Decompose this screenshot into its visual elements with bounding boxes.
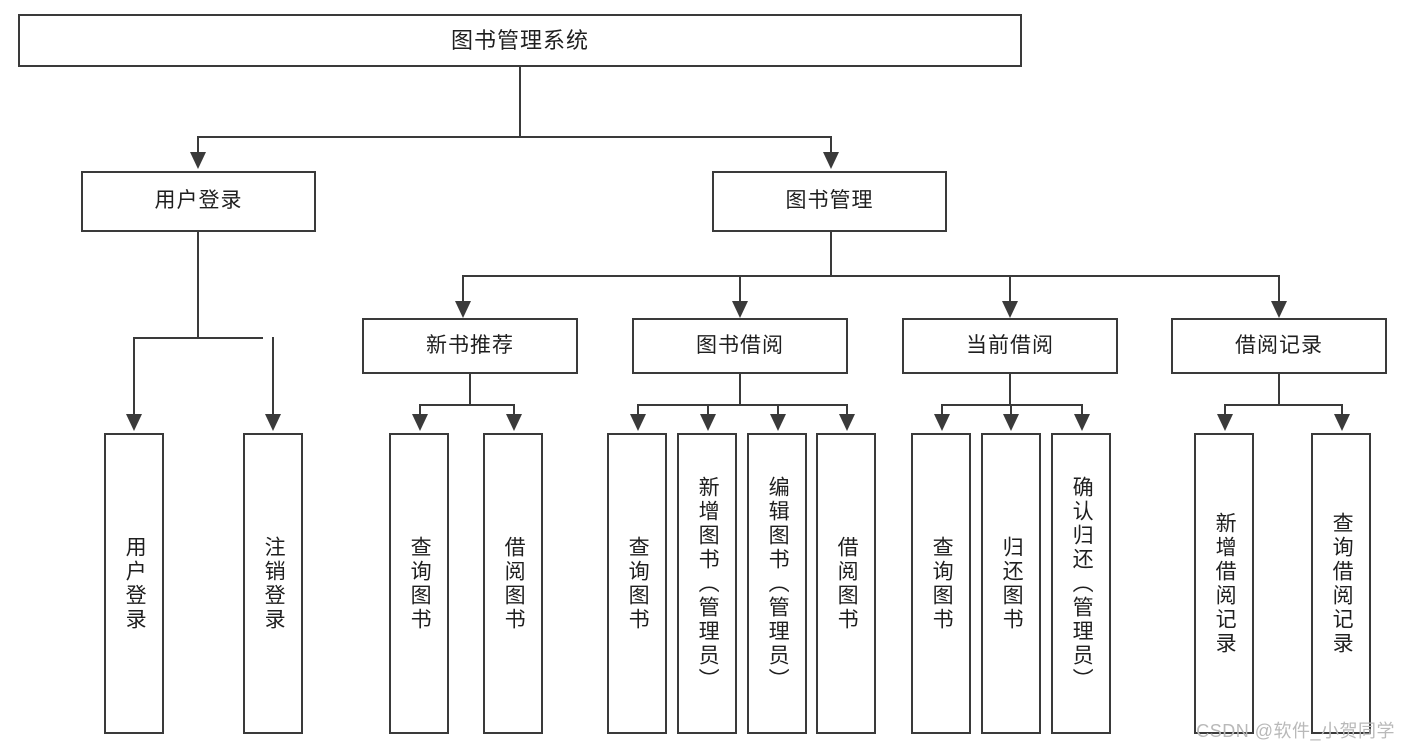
arrow-user-login-leaf-2	[265, 414, 281, 431]
leaf-query-borrow-record[interactable]: 查询借阅记录	[1311, 433, 1371, 734]
connector-book-borrow-branch-2	[707, 404, 709, 418]
connector-user-login-bar	[133, 337, 263, 339]
connector-current-borrow-branch-3	[1081, 404, 1083, 418]
connector-book-borrow-branch-3	[777, 404, 779, 418]
node-label: 借阅记录	[1235, 333, 1323, 357]
leaf-logout[interactable]: 注销登录	[243, 433, 303, 734]
node-borrow-record[interactable]: 借阅记录	[1171, 318, 1387, 374]
connector-user-login-branch-1	[133, 337, 135, 417]
arrow-root-to-user-login	[190, 152, 206, 169]
connector-user-login-stem	[197, 232, 199, 338]
connector-user-login-branch-2	[272, 337, 274, 417]
arrow-book-borrow-leaf-2	[700, 414, 716, 431]
arrow-user-login-leaf-1	[126, 414, 142, 431]
connector-book-management-stem	[830, 232, 832, 276]
arrow-new-book-recommend-leaf-2	[506, 414, 522, 431]
arrow-to-book-borrow	[732, 301, 748, 318]
node-label: 确认归还（管理员）	[1070, 475, 1094, 692]
connector-book-borrow-branch-1	[637, 404, 639, 418]
leaf-borrow-book[interactable]: 借阅图书	[816, 433, 876, 734]
arrow-book-borrow-leaf-3	[770, 414, 786, 431]
leaf-user-login[interactable]: 用户登录	[104, 433, 164, 734]
connector-current-borrow-stem	[1009, 374, 1011, 405]
leaf-edit-book-admin[interactable]: 编辑图书（管理员）	[747, 433, 807, 734]
connector-to-current-borrow	[1009, 275, 1011, 304]
arrow-new-book-recommend-leaf-1	[412, 414, 428, 431]
node-book-management[interactable]: 图书管理	[712, 171, 947, 232]
node-label: 新增借阅记录	[1213, 511, 1237, 656]
connector-level3-bar	[462, 275, 1279, 277]
node-label: 编辑图书（管理员）	[766, 475, 790, 692]
connector-to-new-book-recommend	[462, 275, 464, 304]
node-current-borrow[interactable]: 当前借阅	[902, 318, 1118, 374]
connector-root-bar	[197, 136, 832, 138]
leaf-confirm-return-admin[interactable]: 确认归还（管理员）	[1051, 433, 1111, 734]
leaf-add-borrow-record[interactable]: 新增借阅记录	[1194, 433, 1254, 734]
connector-root-to-user-login	[197, 136, 199, 158]
node-label: 归还图书	[1000, 535, 1024, 632]
node-label: 新增图书（管理员）	[696, 475, 720, 692]
connector-borrow-record-branch-1	[1224, 404, 1226, 418]
connector-book-borrow-bar	[637, 404, 847, 406]
connector-book-borrow-branch-4	[846, 404, 848, 418]
node-label: 借阅图书	[502, 535, 526, 632]
leaf-return-book[interactable]: 归还图书	[981, 433, 1041, 734]
connector-to-book-borrow	[739, 275, 741, 304]
node-root-book-management-system[interactable]: 图书管理系统	[18, 14, 1022, 67]
connector-borrow-record-stem	[1278, 374, 1280, 405]
node-label: 查询图书	[408, 535, 432, 632]
arrow-book-borrow-leaf-4	[839, 414, 855, 431]
arrow-borrow-record-leaf-2	[1334, 414, 1350, 431]
node-user-login[interactable]: 用户登录	[81, 171, 316, 232]
node-label: 用户登录	[154, 189, 243, 213]
connector-new-book-recommend-bar	[419, 404, 514, 406]
leaf-query-book-current[interactable]: 查询图书	[911, 433, 971, 734]
node-new-book-recommend[interactable]: 新书推荐	[362, 318, 578, 374]
connector-current-borrow-branch-1	[941, 404, 943, 418]
node-label: 图书管理系统	[450, 27, 589, 53]
node-label: 查询借阅记录	[1330, 511, 1354, 656]
node-label: 当前借阅	[966, 333, 1054, 357]
arrow-book-borrow-leaf-1	[630, 414, 646, 431]
connector-book-borrow-stem	[739, 374, 741, 405]
connector-borrow-record-bar	[1224, 404, 1342, 406]
arrow-to-borrow-record	[1271, 301, 1287, 318]
node-label: 图书借阅	[696, 333, 784, 357]
connector-new-book-recommend-branch-2	[513, 404, 515, 418]
arrow-root-to-book-management	[823, 152, 839, 169]
node-label: 图书管理	[785, 189, 874, 213]
arrow-current-borrow-leaf-2	[1003, 414, 1019, 431]
arrow-borrow-record-leaf-1	[1217, 414, 1233, 431]
connector-new-book-recommend-stem	[469, 374, 471, 405]
node-label: 新书推荐	[426, 333, 514, 357]
arrow-current-borrow-leaf-1	[934, 414, 950, 431]
connector-root-stem	[519, 67, 521, 137]
connector-new-book-recommend-branch-1	[419, 404, 421, 418]
arrow-current-borrow-leaf-3	[1074, 414, 1090, 431]
node-label: 注销登录	[262, 535, 286, 632]
node-book-borrow[interactable]: 图书借阅	[632, 318, 848, 374]
node-label: 查询图书	[930, 535, 954, 632]
connector-to-borrow-record	[1278, 275, 1280, 304]
node-label: 借阅图书	[835, 535, 859, 632]
node-label: 查询图书	[626, 535, 650, 632]
leaf-borrow-book-recommend[interactable]: 借阅图书	[483, 433, 543, 734]
leaf-query-book-borrow[interactable]: 查询图书	[607, 433, 667, 734]
arrow-to-new-book-recommend	[455, 301, 471, 318]
leaf-add-book-admin[interactable]: 新增图书（管理员）	[677, 433, 737, 734]
connector-current-borrow-branch-2	[1010, 404, 1012, 418]
connector-root-to-book-management	[830, 136, 832, 158]
leaf-query-book-recommend[interactable]: 查询图书	[389, 433, 449, 734]
arrow-to-current-borrow	[1002, 301, 1018, 318]
connector-borrow-record-branch-2	[1341, 404, 1343, 418]
node-label: 用户登录	[123, 535, 147, 632]
watermark-csdn: CSDN @软件_小贺同学	[1196, 721, 1395, 741]
